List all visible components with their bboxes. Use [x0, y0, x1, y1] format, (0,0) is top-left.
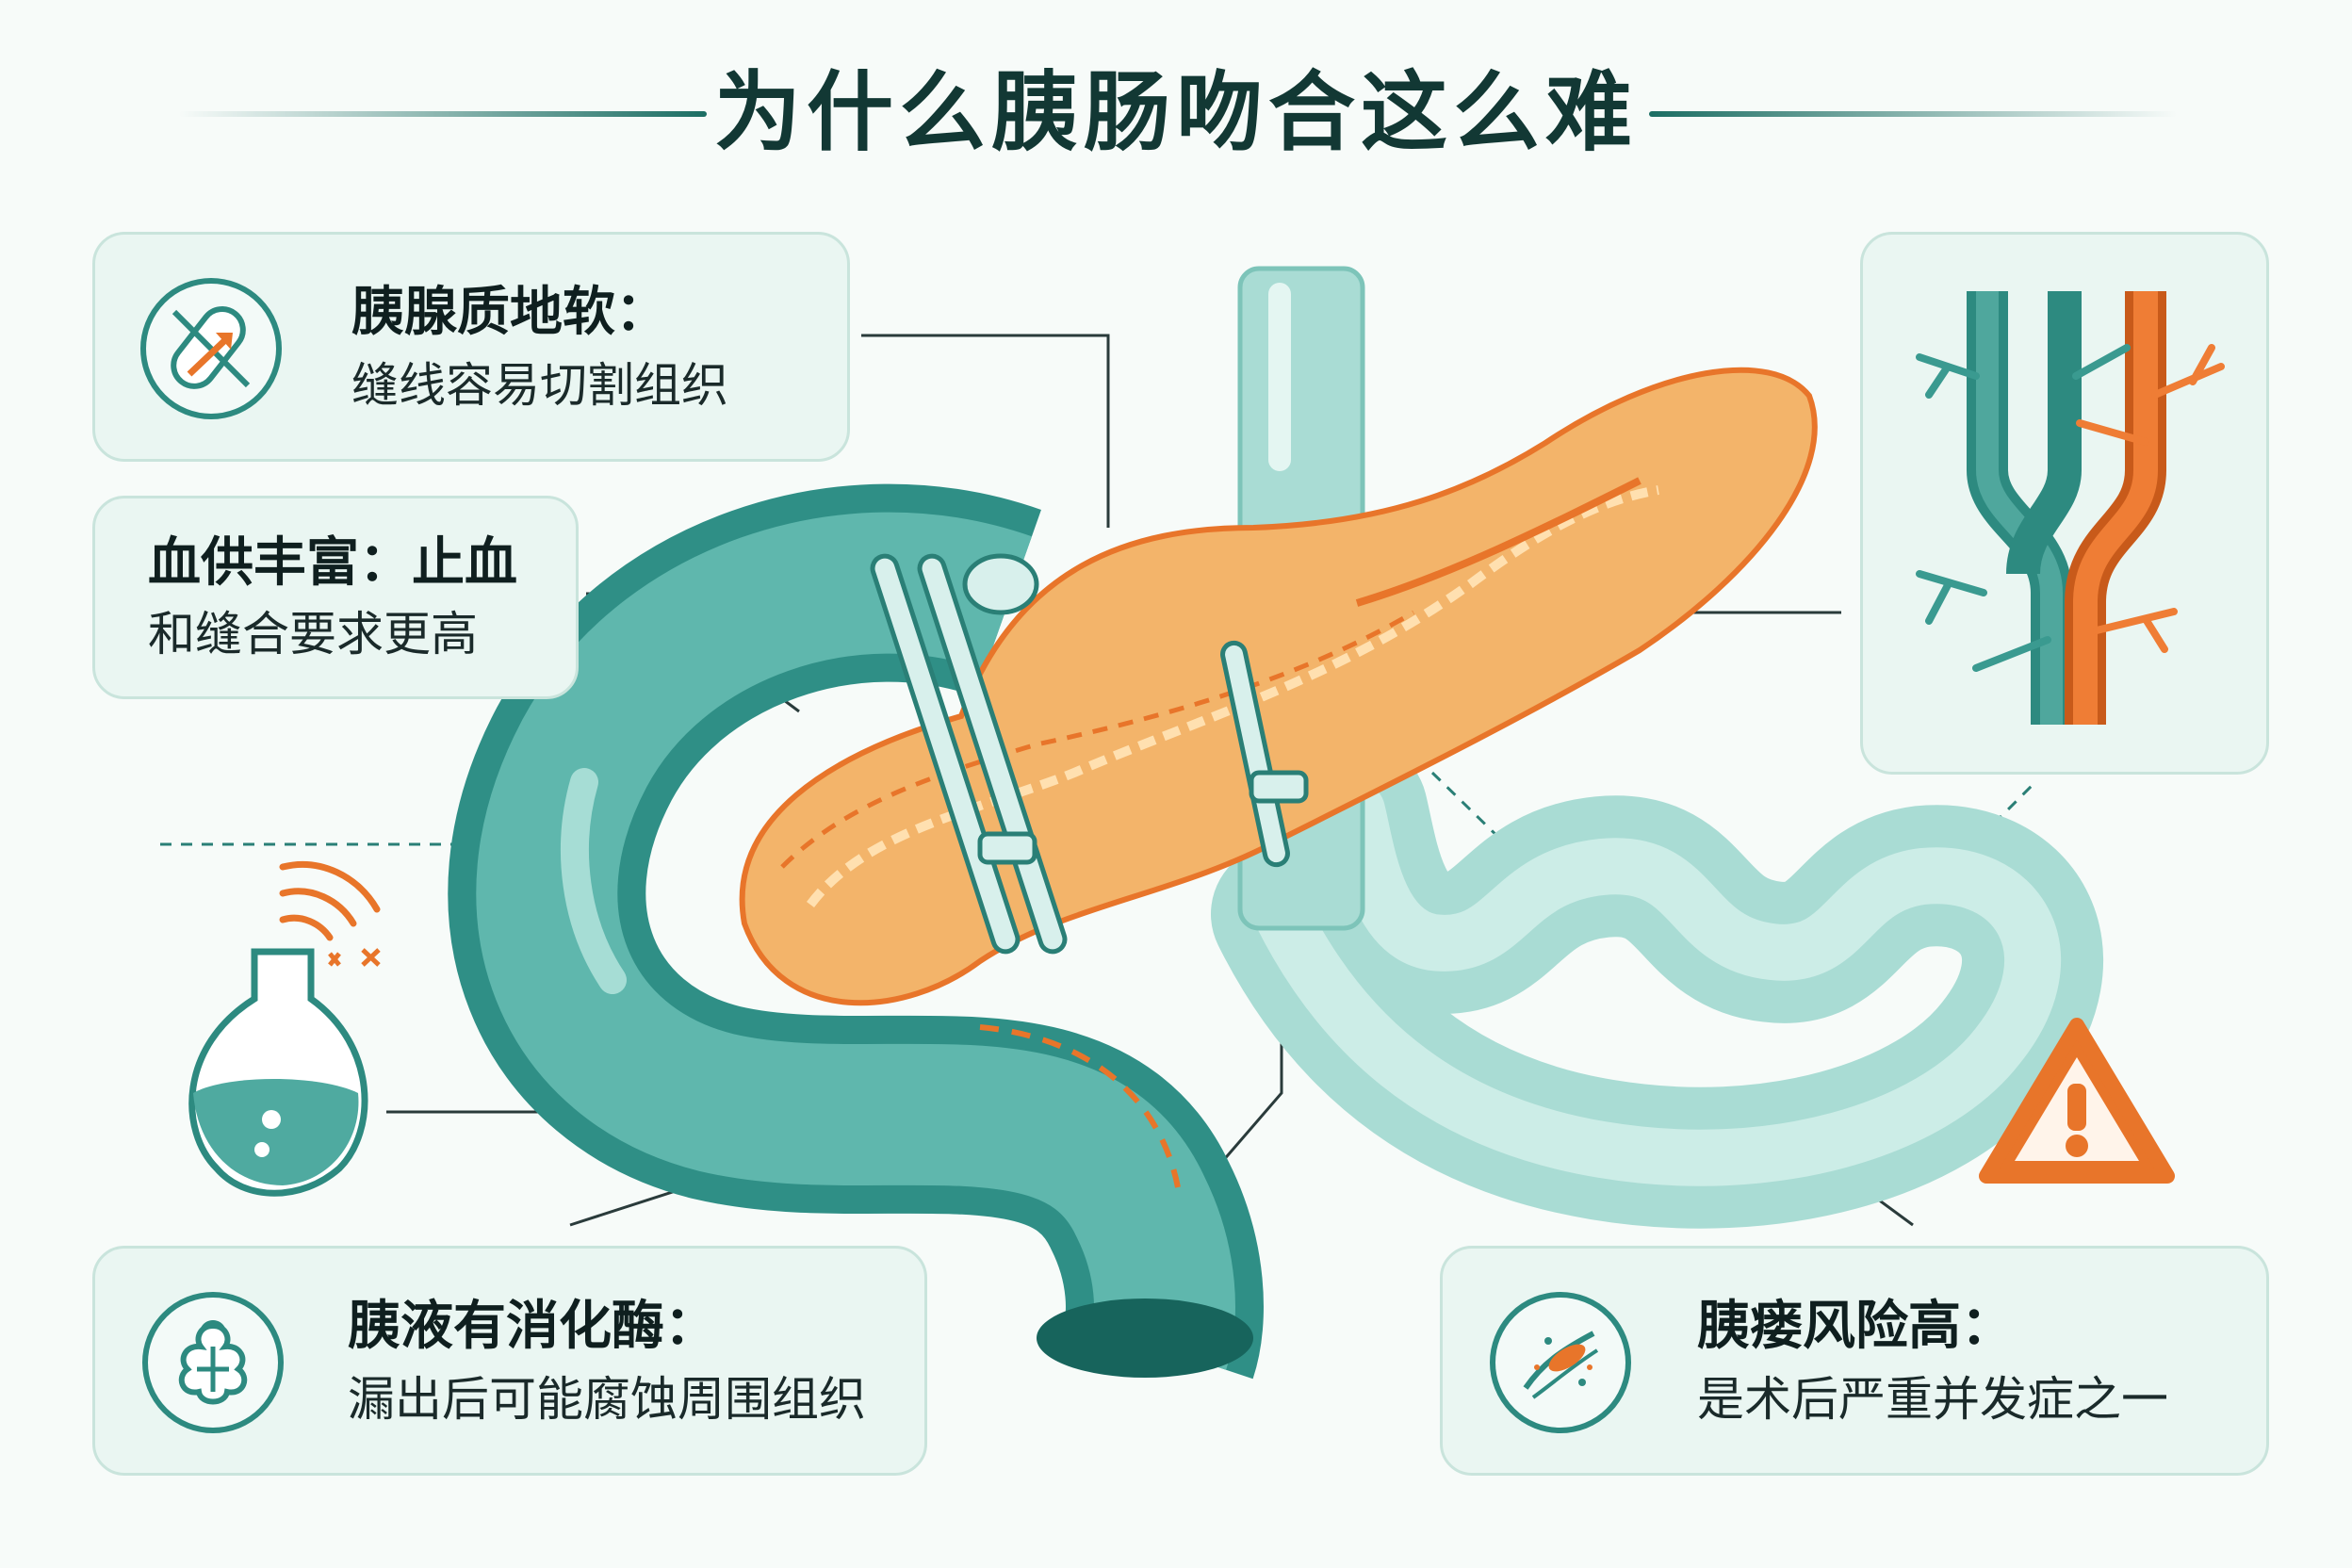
duodenum [448, 483, 1264, 1380]
leak-virus-icon [1490, 1292, 1631, 1433]
pancreatic-tissue-icon [142, 1292, 284, 1433]
title-bar: 为什么胰肠吻合这么难 [0, 47, 2352, 179]
card-description: 缝线容易切割组织 [351, 358, 728, 413]
suture-cutting-icon [140, 278, 282, 419]
blood-vessels-icon [1860, 232, 2269, 775]
card-heading: 胰腺质地软： [351, 282, 668, 343]
title-divider-right [1649, 111, 2177, 117]
card-description: 和缝合要求更高 [148, 607, 478, 662]
card-soft-pancreas: 胰腺质地软： 缝线容易切割组织 [92, 232, 850, 462]
card-description: 是术后严重并发症之一 [1697, 1372, 2168, 1427]
dashed-guides [160, 771, 2037, 846]
card-digestive-enzyme: 胰液有消化酶： 漏出后可能腐蚀周围组织 [92, 1246, 927, 1476]
page-title: 为什么胰肠吻合这么难 [713, 62, 1638, 163]
warning-triangle-icon [1979, 1018, 2175, 1184]
anastomosis-sutures [870, 553, 1309, 955]
card-description: 漏出后可能腐蚀周围组织 [348, 1372, 866, 1427]
title-divider-left [179, 111, 707, 117]
card-heading: 血供丰富：止血 [148, 532, 517, 594]
card-fistula-risk: 胰瘘风险高： 是术后严重并发症之一 [1440, 1246, 2269, 1476]
card-heading: 胰瘘风险高： [1697, 1296, 2014, 1357]
card-heading: 胰液有消化酶： [348, 1296, 717, 1357]
pancreatic-juice-flask-icon [188, 860, 381, 1197]
card-blood-supply: 血供丰富：止血 和缝合要求更高 [92, 496, 579, 699]
